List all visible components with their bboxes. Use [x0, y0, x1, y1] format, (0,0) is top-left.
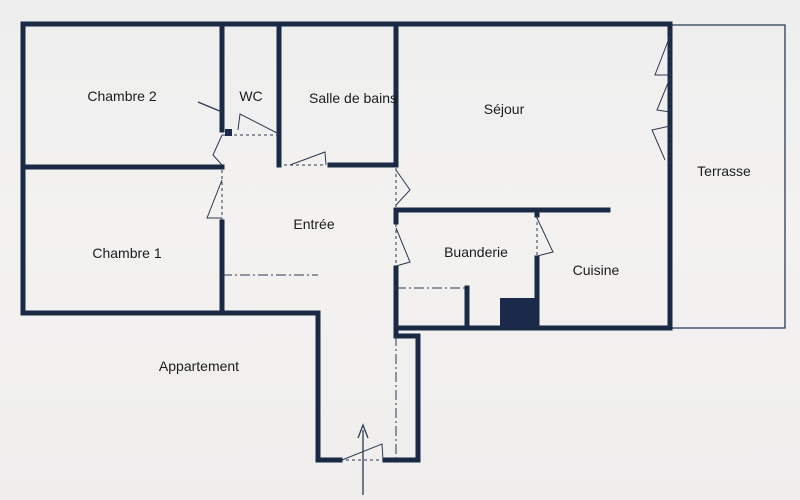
- room-chambre-1: Chambre 1: [92, 245, 162, 261]
- door-wc: [237, 113, 280, 135]
- entry-arrow-head: [357, 423, 369, 439]
- door-chambre2: [212, 134, 223, 166]
- leader-chambre2: [197, 101, 223, 113]
- room-entree: Entrée: [293, 216, 335, 232]
- room-chambre-2: Chambre 2: [87, 88, 157, 104]
- room-salle-de-bains: Salle de bains: [309, 90, 397, 106]
- door-window-3: [651, 125, 671, 161]
- door-chambre1: [206, 179, 223, 219]
- room-cuisine: Cuisine: [572, 262, 620, 278]
- terrasse-outline: [670, 24, 786, 329]
- door-cuisine: [536, 217, 554, 257]
- door-sejour: [395, 169, 411, 206]
- outer-wall-top: [20, 21, 673, 331]
- door-buanderie: [395, 227, 411, 267]
- outer-wall-right-lower: [382, 325, 673, 463]
- label-appartement: Appartement: [158, 358, 240, 374]
- room-terrasse: Terrasse: [697, 163, 751, 179]
- room-wc: WC: [239, 88, 263, 104]
- door-window-2: [656, 77, 671, 113]
- door-window-1: [654, 35, 671, 76]
- storage-block: [500, 298, 535, 328]
- room-buanderie: Buanderie: [444, 244, 508, 260]
- outer-wall-left: [20, 21, 343, 463]
- door-front: [341, 443, 384, 461]
- door-sdb: [289, 151, 327, 166]
- marker-wc: [225, 129, 232, 136]
- room-sejour: Séjour: [483, 101, 525, 117]
